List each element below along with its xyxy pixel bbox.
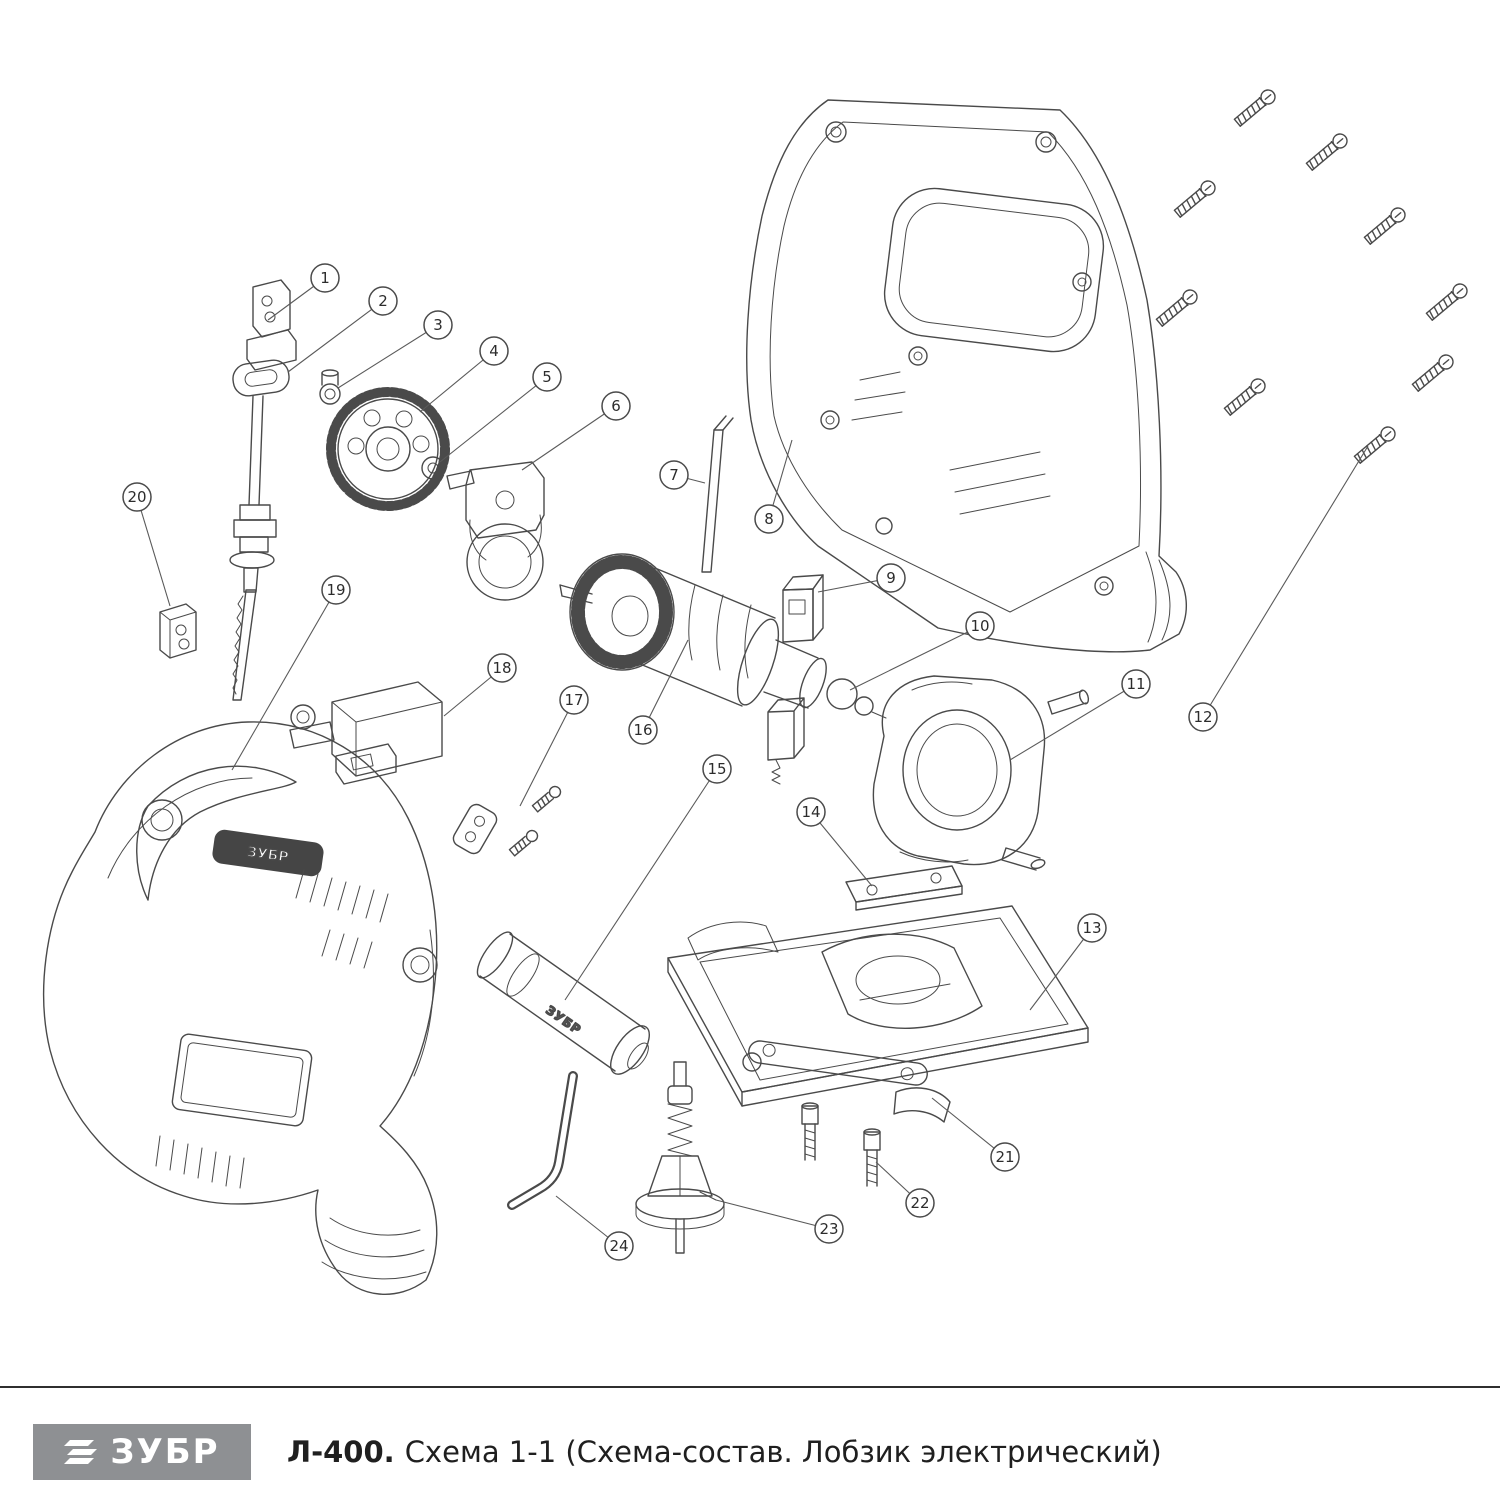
- callout-13: 13: [1077, 913, 1107, 943]
- callout-23: 23: [814, 1214, 844, 1244]
- brush-holder-upper: [782, 574, 824, 643]
- svg-text:17: 17: [564, 691, 583, 709]
- footer: ЗУБР Л-400. Схема 1-1 (Схема-состав. Лобз…: [0, 1386, 1500, 1480]
- callout-16: 16: [628, 715, 658, 745]
- svg-text:19: 19: [326, 581, 345, 599]
- zubr-logo-icon: [64, 1440, 98, 1464]
- footer-divider: [0, 1386, 1500, 1388]
- socket-screws: [801, 1102, 881, 1187]
- callout-2: 2: [368, 286, 398, 316]
- guide-rod: [742, 1040, 951, 1123]
- diagram-subtitle: Схема 1-1 (Схема-состав. Лобзик электрич…: [404, 1435, 1162, 1469]
- armature: [559, 553, 827, 709]
- svg-text:14: 14: [801, 803, 820, 821]
- callout-22: 22: [905, 1188, 935, 1218]
- callout-4: 4: [479, 336, 509, 366]
- callout-14: 14: [796, 797, 826, 827]
- svg-text:3: 3: [433, 316, 443, 334]
- svg-text:1: 1: [320, 269, 330, 287]
- svg-text:13: 13: [1082, 919, 1101, 937]
- svg-text:2: 2: [378, 292, 388, 310]
- callout-11: 11: [1121, 669, 1151, 699]
- callout-18: 18: [487, 653, 517, 683]
- stator: [872, 675, 1090, 871]
- terminal-clips: [452, 783, 564, 858]
- callout-24: 24: [604, 1231, 634, 1261]
- callout-15: 15: [702, 754, 732, 784]
- callout-3: 3: [423, 310, 453, 340]
- parts-artwork: ЗУБР ЗУБР: [42, 86, 1471, 1295]
- roller-guide: [635, 1061, 725, 1254]
- svg-text:6: 6: [611, 397, 621, 415]
- svg-text:11: 11: [1126, 675, 1145, 693]
- counterweight: [446, 461, 545, 601]
- svg-text:4: 4: [489, 342, 499, 360]
- callouts: 1 2 3 4 5 6 7 8 9 10 11 12 13 14 15 16 1…: [122, 263, 1218, 1261]
- callout-leader-lines: [136, 277, 1369, 1247]
- blade-holder-assembly: [229, 279, 341, 701]
- base-plate: [667, 905, 1089, 1107]
- callout-1: 1: [310, 263, 340, 293]
- hex-key: [507, 1071, 578, 1210]
- zubr-logo: ЗУБР: [33, 1424, 251, 1480]
- callout-9: 9: [876, 563, 906, 593]
- svg-text:15: 15: [707, 760, 726, 778]
- svg-text:22: 22: [910, 1194, 929, 1212]
- zubr-logo-text: ЗУБР: [110, 1432, 220, 1472]
- callout-21: 21: [990, 1142, 1020, 1172]
- callout-5: 5: [532, 362, 562, 392]
- callout-8: 8: [754, 504, 784, 534]
- svg-text:24: 24: [609, 1237, 628, 1255]
- svg-text:10: 10: [970, 617, 989, 635]
- callout-19: 19: [321, 575, 351, 605]
- pin-rod: [701, 415, 734, 573]
- svg-text:23: 23: [819, 1220, 838, 1238]
- svg-text:20: 20: [127, 488, 146, 506]
- drive-gear: [326, 387, 450, 511]
- callout-12: 12: [1188, 702, 1218, 732]
- bearing: [826, 678, 887, 719]
- washer: [421, 456, 445, 480]
- svg-text:12: 12: [1193, 708, 1212, 726]
- svg-text:18: 18: [492, 659, 511, 677]
- front-grip: ЗУБР: [476, 931, 650, 1075]
- grip-brand-label: ЗУБР: [543, 1003, 584, 1037]
- body-brand-badge: ЗУБР: [246, 844, 289, 866]
- screw-set: [1154, 86, 1471, 466]
- svg-text:7: 7: [669, 466, 679, 484]
- blade-insert: [845, 865, 963, 911]
- svg-text:16: 16: [633, 721, 652, 739]
- svg-text:9: 9: [886, 569, 896, 587]
- switch-block: [289, 681, 443, 785]
- model-number: Л-400.: [287, 1435, 395, 1469]
- diagram-title: Л-400. Схема 1-1 (Схема-состав. Лобзик эл…: [287, 1435, 1162, 1469]
- brush-holder-lower: [767, 697, 805, 785]
- callout-10: 10: [965, 611, 995, 641]
- svg-text:5: 5: [542, 368, 552, 386]
- callout-20: 20: [122, 482, 152, 512]
- callout-17: 17: [559, 685, 589, 715]
- svg-text:21: 21: [995, 1148, 1014, 1166]
- callout-6: 6: [601, 391, 631, 421]
- callout-7: 7: [659, 460, 689, 490]
- motor-housing-shell: [746, 99, 1188, 653]
- jigsaw-body: ЗУБР: [42, 721, 438, 1295]
- svg-text:8: 8: [764, 510, 774, 528]
- cord-clamp: [159, 603, 197, 659]
